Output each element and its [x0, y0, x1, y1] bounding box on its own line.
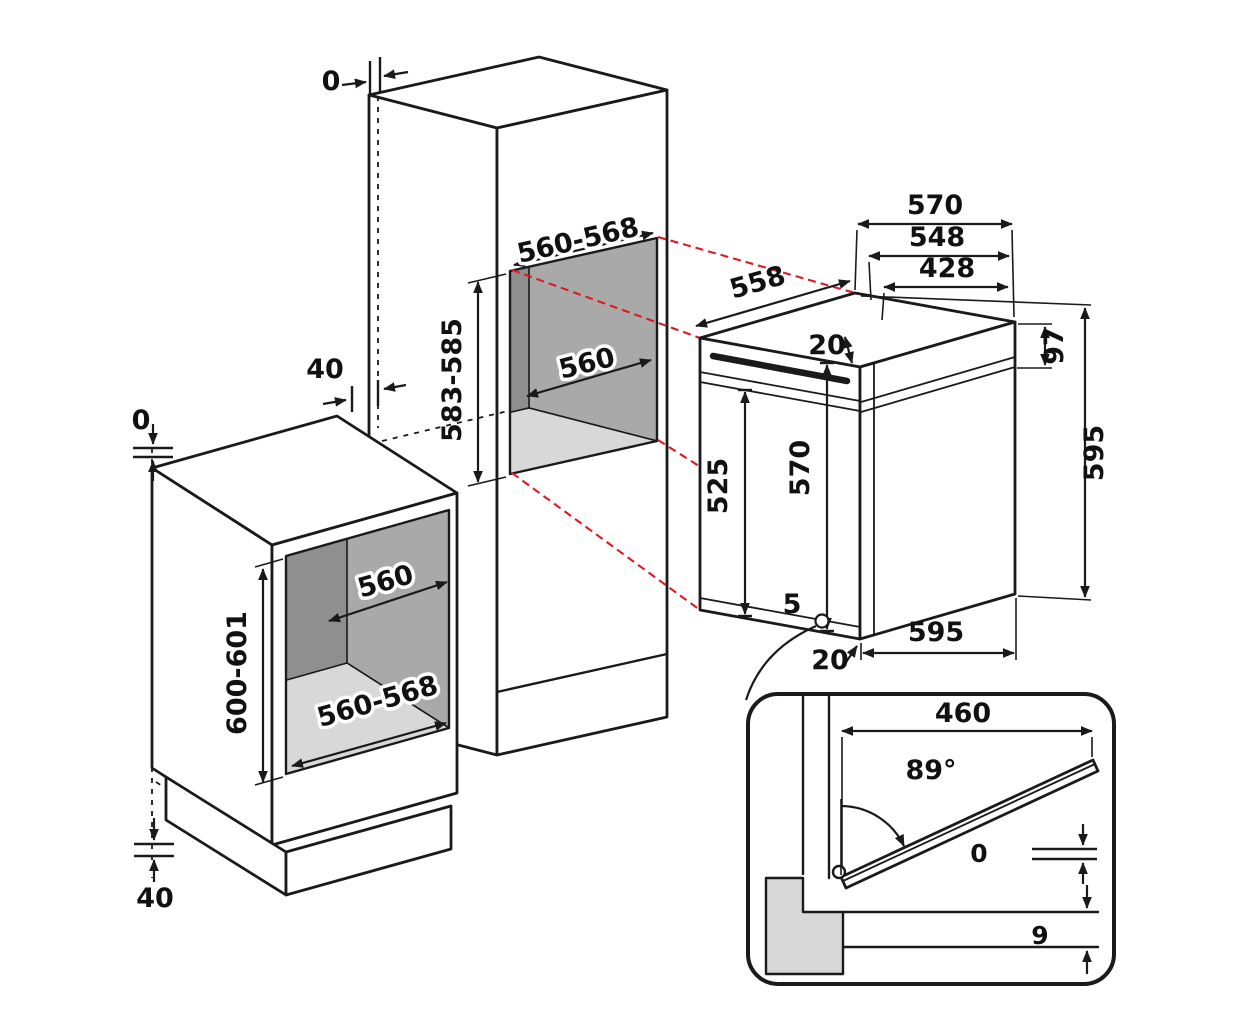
oven-side-step-line-2: [860, 366, 1016, 413]
dim-label-oven-height: 595: [1079, 425, 1110, 481]
dim-tall-rear-clearance: 40: [306, 354, 407, 412]
dim-label-door-bottom-clearance: 9: [1031, 921, 1048, 950]
dim-oven-rear-height: 525: [703, 388, 752, 618]
base-cabinet: [150, 414, 459, 897]
dim-oven-front-height: 570: [785, 361, 834, 633]
base-niche-opening: [284, 508, 451, 776]
oven-fascia-line-2: [699, 381, 861, 412]
oven: [698, 291, 1017, 641]
dim-base-niche-height: 600-601: [222, 558, 284, 786]
dim-tall-flush-top: 0: [322, 57, 409, 97]
dim-label-oven-top-gap: 20: [808, 330, 846, 361]
dim-oven-top-gap: 20: [808, 330, 854, 364]
dim-label-base-flush-top: 0: [132, 405, 151, 436]
dim-label-door-reach: 460: [935, 698, 991, 729]
tall-cabinet-plinth-line: [495, 652, 669, 694]
oven-fascia-line-1: [699, 371, 861, 402]
dim-label-oven-bottom-gap: 20: [811, 645, 849, 676]
dim-oven-width: 595: [860, 598, 1017, 660]
dim-label-oven-width: 595: [908, 617, 964, 648]
dim-label-oven-top-edge-width: 558: [726, 260, 789, 305]
dim-label-oven-front-gap: 5: [783, 589, 802, 620]
door-detail-dimensions: 460 89° 0 9: [840, 698, 1097, 974]
dim-tall-niche-height: 583-585: [437, 273, 507, 487]
dim-door-angle: 89°: [840, 755, 957, 875]
detail-callout-marker: [814, 613, 830, 629]
detail-door-inner-line: [842, 763, 1096, 882]
dim-label-door-flush-gap: 0: [970, 839, 987, 868]
dim-oven-bottom-gap: 20: [811, 645, 858, 676]
detail-leader-line: [744, 624, 817, 701]
dim-base-flush-top: 0: [132, 405, 173, 481]
dim-door-bottom-clearance: 9: [1031, 885, 1092, 974]
dim-oven-fascia-height: 97: [1017, 323, 1070, 369]
dim-oven-depth-casing: 548: [868, 222, 1010, 301]
dim-label-oven-rear-height: 525: [703, 458, 734, 514]
oven-side-step-line-1: [860, 356, 1016, 403]
dim-oven-height: 595: [860, 295, 1110, 601]
dim-label-base-bottom-clearance: 40: [136, 883, 174, 914]
dim-door-reach: 460: [841, 698, 1093, 866]
dim-base-bottom-clearance: 40: [134, 818, 174, 914]
oven-door-bottom-line: [699, 597, 861, 628]
base-cabinet-plinth-front: [284, 804, 453, 897]
dim-oven-depth-total: 570: [854, 190, 1015, 318]
oven-dimensions: 570 548 428 558 20 97: [695, 190, 1110, 676]
dim-label-oven-depth-total: 570: [907, 190, 963, 221]
dim-label-oven-front-height: 570: [785, 440, 816, 496]
dim-door-flush-gap: 0: [970, 824, 1097, 884]
dim-label-tall-rear-clearance: 40: [306, 354, 344, 385]
detail-hinge-pivot: [831, 864, 847, 880]
dim-label-door-angle: 89°: [905, 755, 956, 786]
dim-label-oven-fascia-height: 97: [1039, 327, 1070, 365]
oven-side-face: [858, 320, 1017, 641]
dim-label-base-niche-height: 600-601: [222, 611, 253, 735]
dim-label-oven-depth-top: 428: [919, 253, 975, 284]
dim-oven-front-gap: 5: [783, 589, 830, 629]
dim-label-tall-flush-top: 0: [322, 66, 341, 97]
dim-label-oven-depth-casing: 548: [909, 222, 965, 253]
door-detail: [744, 624, 1116, 986]
dim-label-tall-niche-height: 583-585: [437, 318, 468, 442]
projection-line-top-left: [511, 269, 701, 339]
